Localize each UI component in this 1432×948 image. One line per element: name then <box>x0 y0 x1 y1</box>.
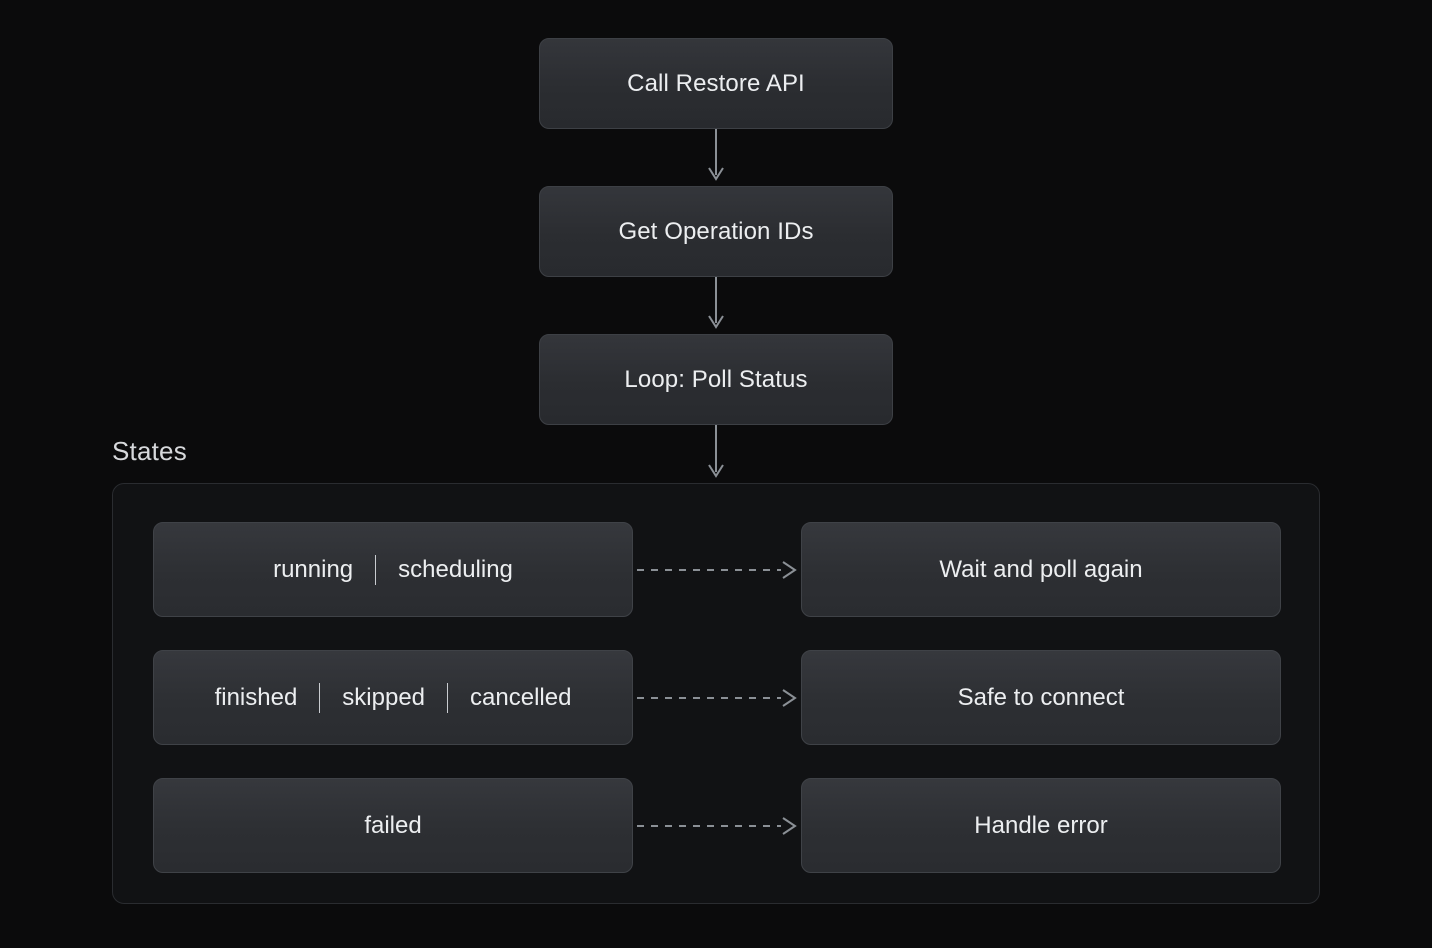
states-group-label: States <box>112 436 187 466</box>
state-token: cancelled <box>470 683 572 711</box>
dashed-arrow-running-scheduling-to-outcome <box>633 558 801 582</box>
arrow-loop-poll-status-to-states-group <box>700 425 732 483</box>
state-row: failed Handle error <box>153 778 1281 873</box>
node-get-operation-ids[interactable]: Get Operation IDs <box>539 186 893 277</box>
state-row: finished skipped cancelled Safe to conne… <box>153 650 1281 745</box>
outcome-safe-to-connect[interactable]: Safe to connect <box>801 650 1281 745</box>
arrow-call-restore-api-to-get-operation-ids <box>700 129 732 186</box>
state-tokens-finished-skipped-cancelled[interactable]: finished skipped cancelled <box>153 650 633 745</box>
state-tokens-failed[interactable]: failed <box>153 778 633 873</box>
dashed-arrow-finished-skipped-cancelled-to-outcome <box>633 686 801 710</box>
node-call-restore-api[interactable]: Call Restore API <box>539 38 893 129</box>
state-token-separator <box>447 682 449 713</box>
state-row: running scheduling Wait and poll again <box>153 522 1281 617</box>
state-token: failed <box>364 811 422 839</box>
state-token: running <box>273 555 354 583</box>
node-loop-poll-status[interactable]: Loop: Poll Status <box>539 334 893 425</box>
state-tokens-running-scheduling[interactable]: running scheduling <box>153 522 633 617</box>
dashed-arrow-failed-to-outcome <box>633 814 801 838</box>
state-token: finished <box>214 683 298 711</box>
arrow-get-operation-ids-to-loop-poll-status <box>700 277 732 334</box>
states-group-container: running scheduling Wait and poll again f… <box>112 483 1320 904</box>
outcome-wait-and-poll-again[interactable]: Wait and poll again <box>801 522 1281 617</box>
state-token: scheduling <box>398 555 513 583</box>
state-token: skipped <box>342 683 426 711</box>
outcome-handle-error[interactable]: Handle error <box>801 778 1281 873</box>
state-token-separator <box>319 682 321 713</box>
state-token-separator <box>375 554 377 585</box>
